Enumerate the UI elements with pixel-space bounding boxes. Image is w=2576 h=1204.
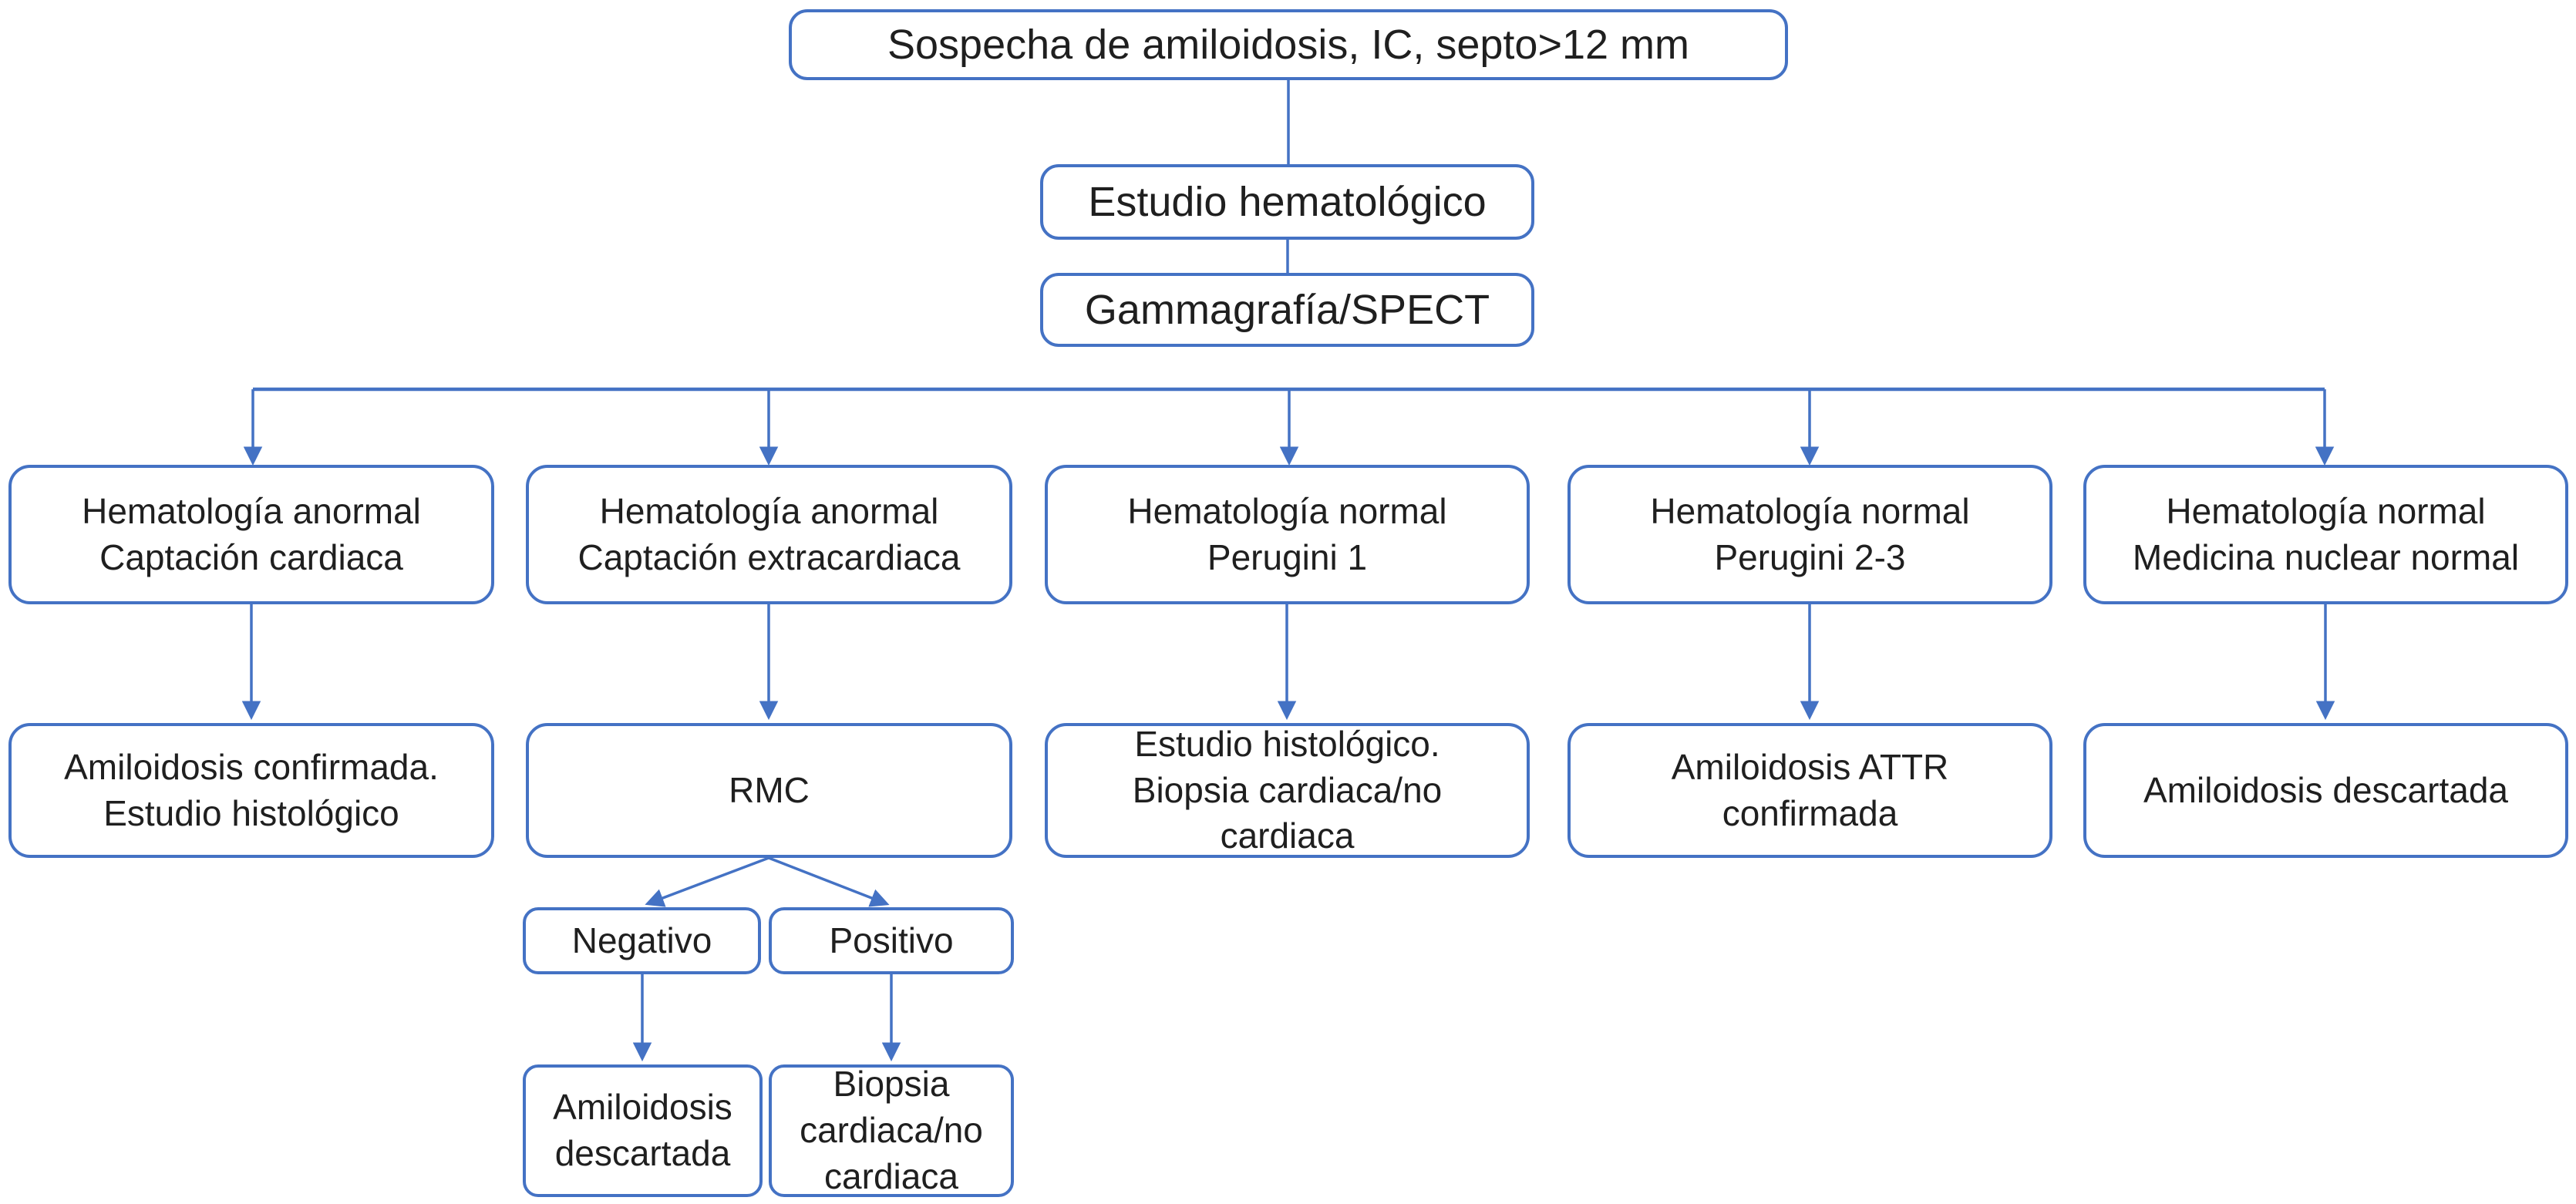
node-step-hematology-study: Estudio hematológico [1040, 164, 1534, 240]
node-outcome-attr-confirmed: Amiloidosis ATTR confirmada [1567, 723, 2052, 858]
node-rmc-positive: Positivo [769, 907, 1014, 974]
node-outcome-amyloidosis-confirmed-histology: Amiloidosis confirmada. Estudio histológ… [8, 723, 494, 858]
node-negative-outcome-ruled-out: Amiloidosis descartada [523, 1064, 763, 1197]
node-step-scintigraphy-spect: Gammagrafía/SPECT [1040, 273, 1534, 347]
node-condition-abnormal-cardiac-uptake: Hematología anormal Captación cardiaca [8, 465, 494, 604]
node-positive-outcome-biopsy: Biopsia cardiaca/no cardiaca [769, 1064, 1014, 1197]
node-rmc-negative: Negativo [523, 907, 761, 974]
node-outcome-histology-biopsy: Estudio histológico. Biopsia cardiaca/no… [1045, 723, 1530, 858]
node-outcome-amyloidosis-ruled-out: Amiloidosis descartada [2083, 723, 2568, 858]
node-condition-normal-nuclear-normal: Hematología normal Medicina nuclear norm… [2083, 465, 2568, 604]
node-suspicion-root: Sospecha de amiloidosis, IC, septo>12 mm [789, 9, 1788, 80]
arrow-rmc-positive [768, 856, 890, 907]
node-condition-normal-perugini-2-3: Hematología normal Perugini 2-3 [1567, 465, 2052, 604]
arrow-rmc-negative [645, 856, 769, 907]
node-outcome-rmc: RMC [526, 723, 1012, 858]
node-condition-normal-perugini-1: Hematología normal Perugini 1 [1045, 465, 1530, 604]
node-condition-abnormal-extracardiac-uptake: Hematología anormal Captación extracardi… [526, 465, 1012, 604]
